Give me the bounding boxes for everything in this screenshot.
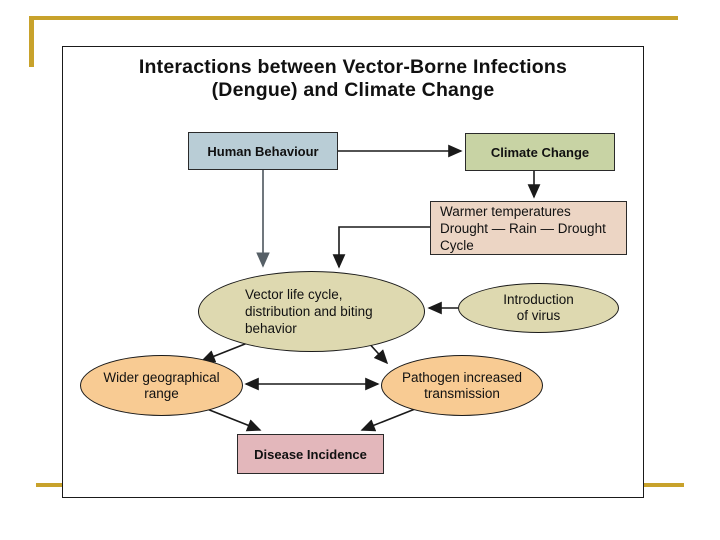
arrow-vector-to-wider [200, 341, 251, 363]
node-vector-life-cycle-line-1: Vector life cycle, [245, 287, 343, 302]
node-wider-geographical-range-line-1: Wider geographical [103, 369, 220, 385]
node-warmer-temperatures-line-3: Cycle [440, 237, 474, 253]
gold-accent-top-line [29, 16, 678, 20]
node-human-behaviour: Human Behaviour [188, 132, 338, 170]
node-introduction-of-virus-line-2: of virus [516, 308, 561, 323]
node-climate-change-label: Climate Change [490, 144, 590, 160]
node-vector-life-cycle: Vector life cycle, distribution and biti… [198, 271, 425, 352]
node-vector-life-cycle-line-2: distribution and biting [245, 304, 373, 319]
node-introduction-of-virus-line-1: Introduction [503, 292, 574, 307]
slide-title: Interactions between Vector-Borne Infect… [63, 56, 643, 102]
node-warmer-temperatures-line-2: Drought — Rain — Drought [440, 220, 606, 236]
node-pathogen-increased-transmission-line-1: Pathogen increased [401, 369, 523, 385]
diagram-frame: Interactions between Vector-Borne Infect… [62, 46, 644, 498]
node-warmer-temperatures: Warmer temperatures Drought — Rain — Dro… [430, 201, 627, 255]
node-warmer-temperatures-line-1: Warmer temperatures [440, 203, 571, 219]
connector-arrows [200, 144, 541, 432]
node-climate-change: Climate Change [465, 133, 615, 171]
node-human-behaviour-label: Human Behaviour [207, 143, 319, 159]
node-vector-life-cycle-line-3: behavior [245, 321, 297, 336]
node-disease-incidence-label: Disease Incidence [254, 446, 367, 462]
slide-title-line-2: (Dengue) and Climate Change [211, 79, 495, 101]
node-disease-incidence: Disease Incidence [237, 434, 384, 474]
arrow-warmer-to-vector-elbow [332, 226, 430, 269]
arrow-pathogen-to-disease [360, 408, 416, 432]
gold-accent-corner-bar [29, 16, 34, 67]
node-introduction-of-virus: Introduction of virus [458, 283, 619, 333]
node-pathogen-increased-transmission-line-2: transmission [424, 385, 500, 401]
node-pathogen-increased-transmission: Pathogen increased transmission [381, 355, 543, 416]
node-wider-geographical-range-line-2: range [144, 385, 179, 401]
slide-title-line-1: Interactions between Vector-Borne Infect… [138, 56, 568, 78]
arrow-wider-to-disease [206, 408, 262, 432]
node-wider-geographical-range: Wider geographical range [80, 355, 243, 416]
